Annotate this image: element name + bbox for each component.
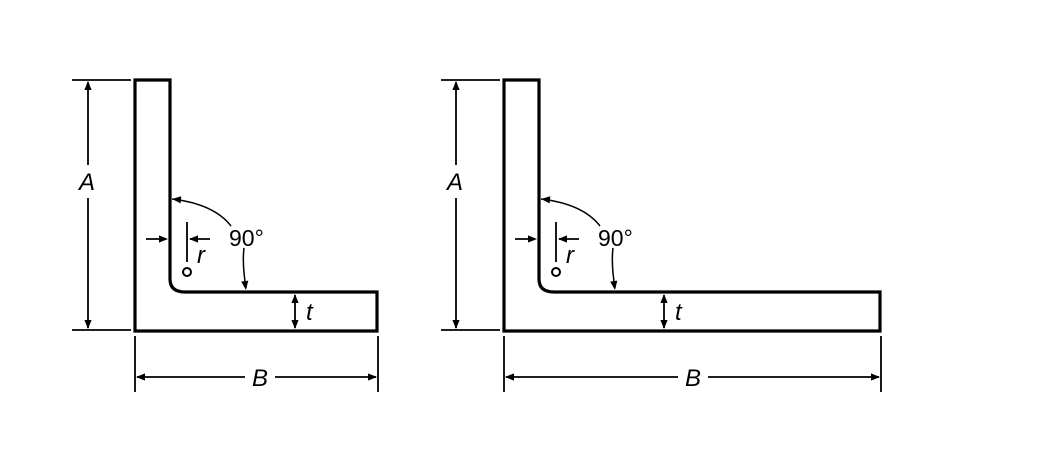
height-label: A xyxy=(77,169,95,196)
arrowhead xyxy=(84,320,92,329)
angle-callout: 90° xyxy=(540,195,633,291)
l-section-outline xyxy=(502,78,882,333)
thickness-dimension: t xyxy=(291,294,314,329)
thickness-label: t xyxy=(675,299,683,326)
width-dimension: B xyxy=(134,336,379,392)
angle-figure-right: A B t r xyxy=(441,78,882,392)
thickness-label: t xyxy=(306,299,314,326)
height-label: A xyxy=(445,169,463,196)
arrowhead xyxy=(505,373,514,381)
height-dimension: A xyxy=(72,79,131,331)
radius-callout: r xyxy=(515,222,579,277)
arrowhead xyxy=(84,81,92,90)
arrowhead xyxy=(241,280,250,291)
radius-label: r xyxy=(566,242,575,269)
arrowhead xyxy=(610,280,619,291)
height-dimension: A xyxy=(441,79,500,331)
width-label: B xyxy=(685,365,701,392)
width-dimension: B xyxy=(503,336,882,392)
arrowhead xyxy=(368,373,377,381)
arrowhead xyxy=(452,320,460,329)
arrowhead xyxy=(171,195,182,204)
radius-callout: r xyxy=(146,222,210,277)
arrowhead xyxy=(452,81,460,90)
angle-arc xyxy=(171,198,232,227)
radius-center-dot xyxy=(551,267,561,277)
arrowhead xyxy=(871,373,880,381)
thickness-dimension: t xyxy=(660,294,683,329)
radius-center-dot xyxy=(182,267,192,277)
angle-label: 90° xyxy=(229,225,264,251)
arrowhead xyxy=(136,373,145,381)
width-label: B xyxy=(252,365,268,392)
radius-label: r xyxy=(197,242,206,269)
l-section-outline xyxy=(133,78,379,333)
angle-figure-left: A B t r xyxy=(72,78,379,392)
angle-arc xyxy=(540,198,601,227)
angle-callout: 90° xyxy=(171,195,264,291)
angle-label: 90° xyxy=(598,225,633,251)
arrowhead xyxy=(540,195,551,204)
